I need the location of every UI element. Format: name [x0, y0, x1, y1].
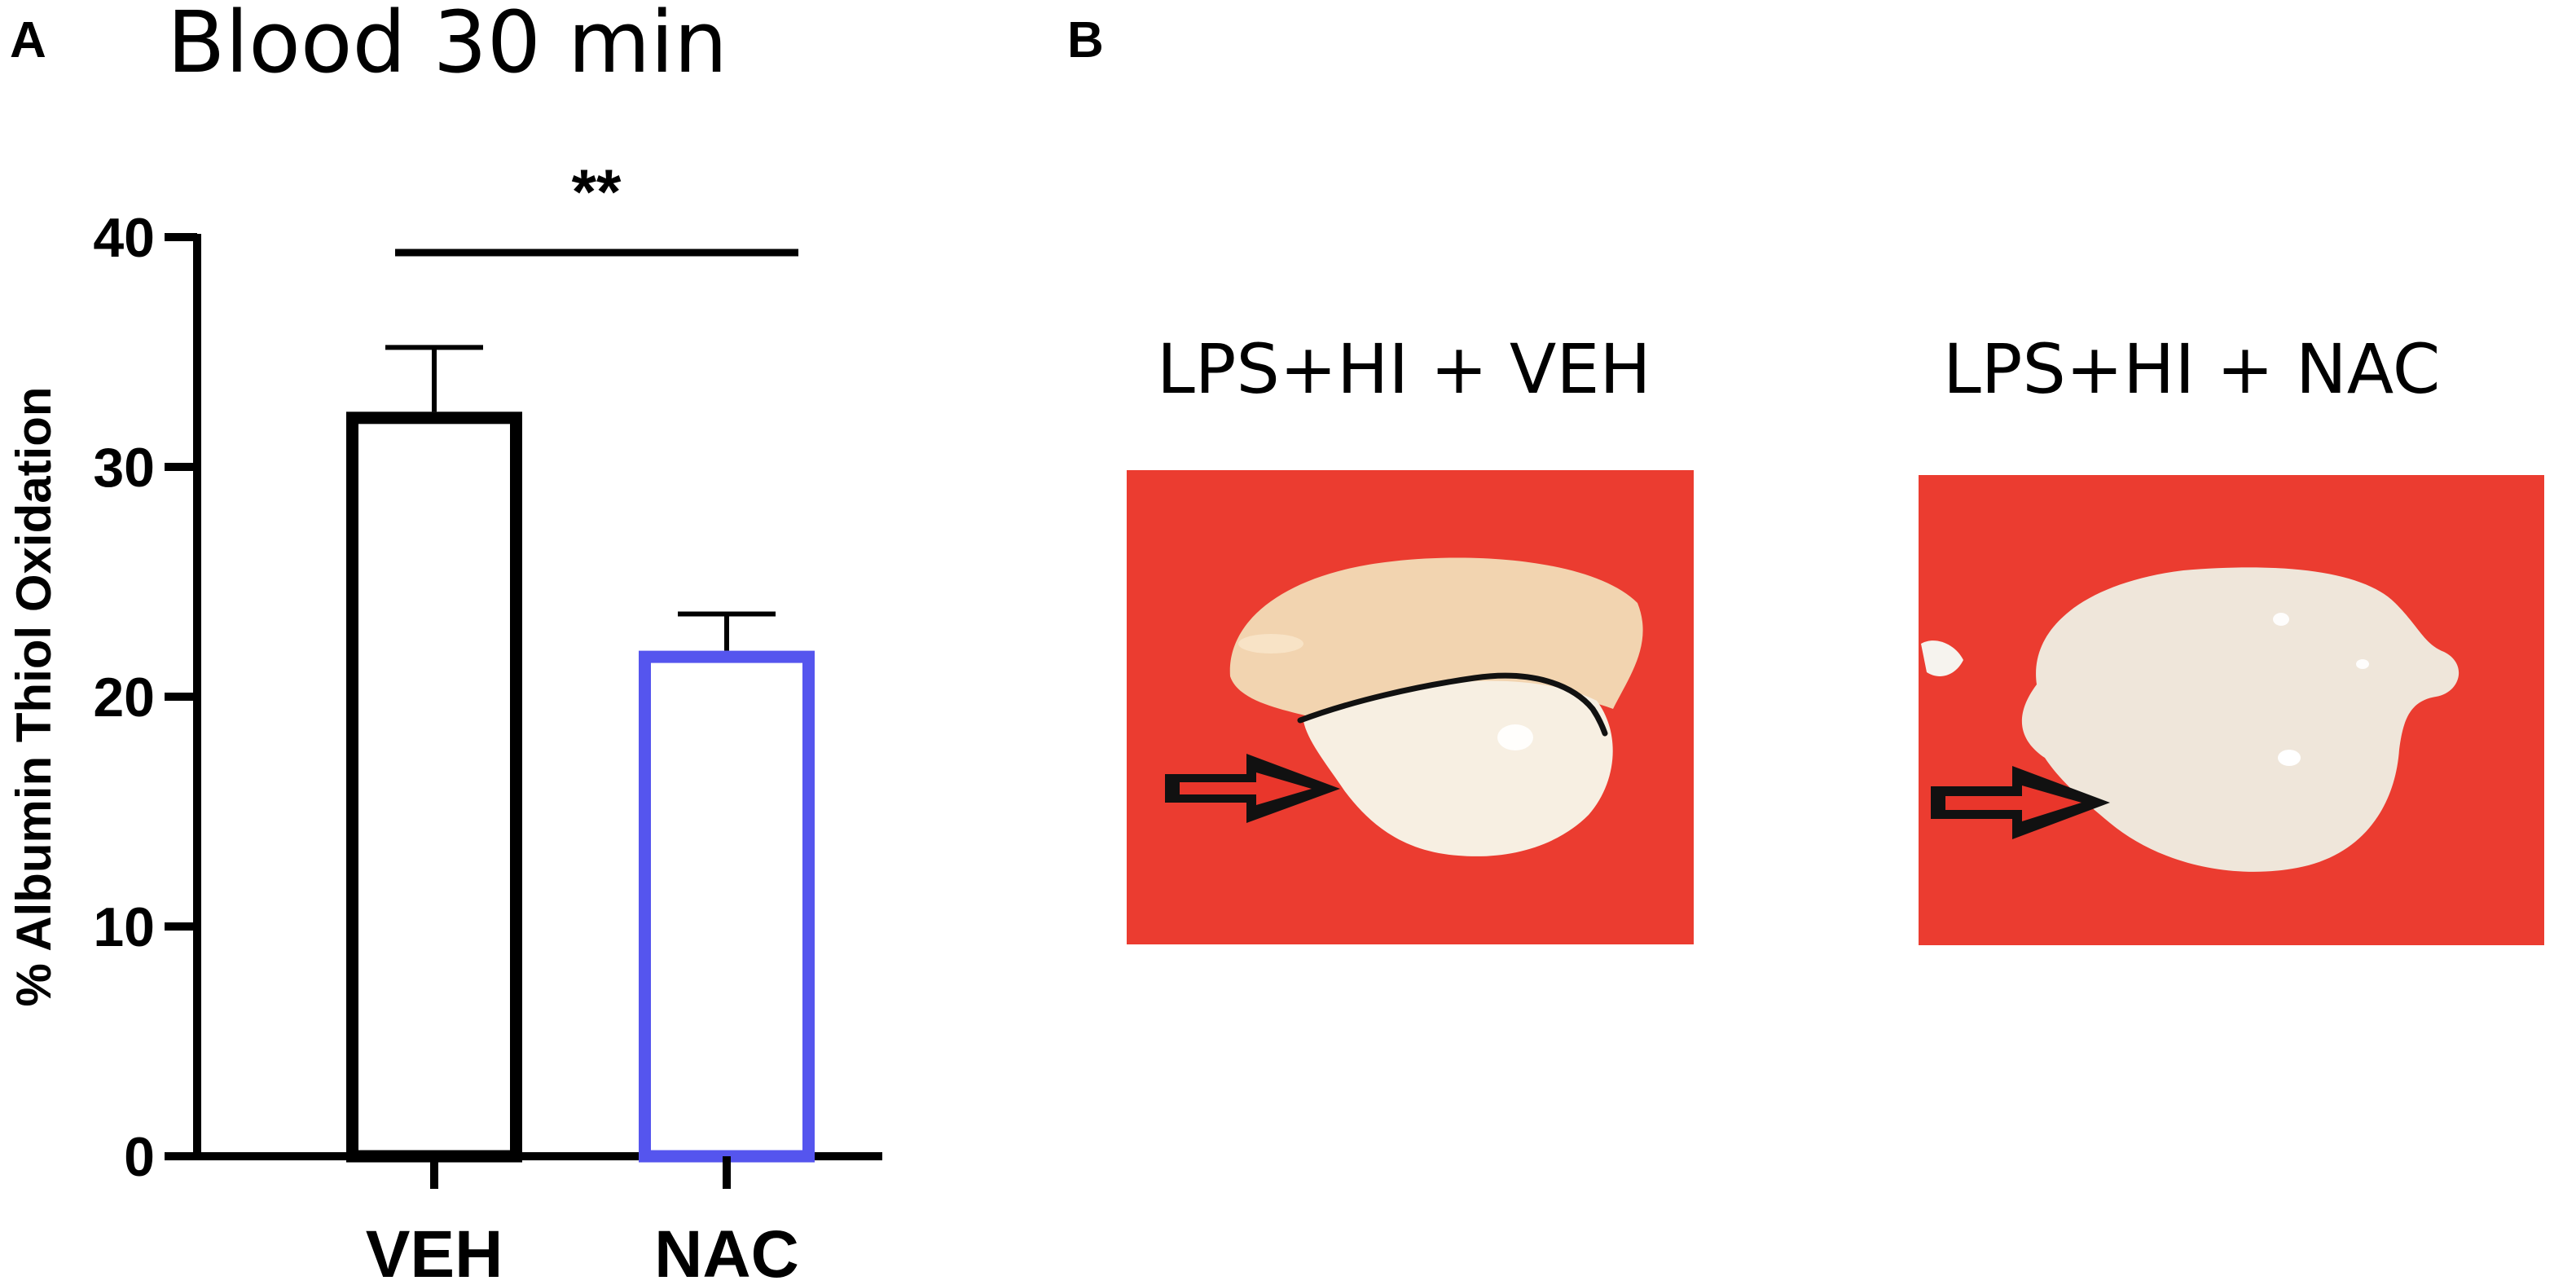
photo-title-veh: LPS+HI + VEH	[1157, 329, 1651, 409]
brain-nac-tissue	[2021, 567, 2460, 872]
chart-title: Blood 30 min	[167, 0, 728, 92]
y-tick-label: 20	[93, 667, 155, 728]
x-tick-label-veh: VEH	[366, 1217, 503, 1285]
y-tick-label: 0	[124, 1126, 155, 1188]
panel-b-letter: B	[1067, 12, 1104, 68]
brain-veh-lesion-region	[1303, 680, 1613, 856]
y-tick-label: 10	[93, 896, 155, 958]
arrow-icon	[1165, 754, 1340, 823]
x-tick-label-nac: NAC	[654, 1217, 799, 1285]
photo-title-nac: LPS+HI + NAC	[1943, 329, 2440, 409]
brain-photo-nac	[1919, 475, 2544, 945]
brain-photo-veh	[1127, 470, 1694, 944]
infarct-boundary-line	[1297, 672, 1608, 737]
y-tick-label: 40	[93, 207, 155, 269]
y-tick-label: 30	[93, 437, 155, 499]
y-axis-label: % Albumin Thiol Oxidation	[7, 386, 61, 1006]
bar-nac	[639, 650, 815, 1163]
bar-veh	[346, 411, 522, 1163]
arrow-icon	[1931, 766, 2110, 839]
significance-label: **	[572, 156, 622, 227]
panel-a-letter: A	[10, 12, 46, 68]
